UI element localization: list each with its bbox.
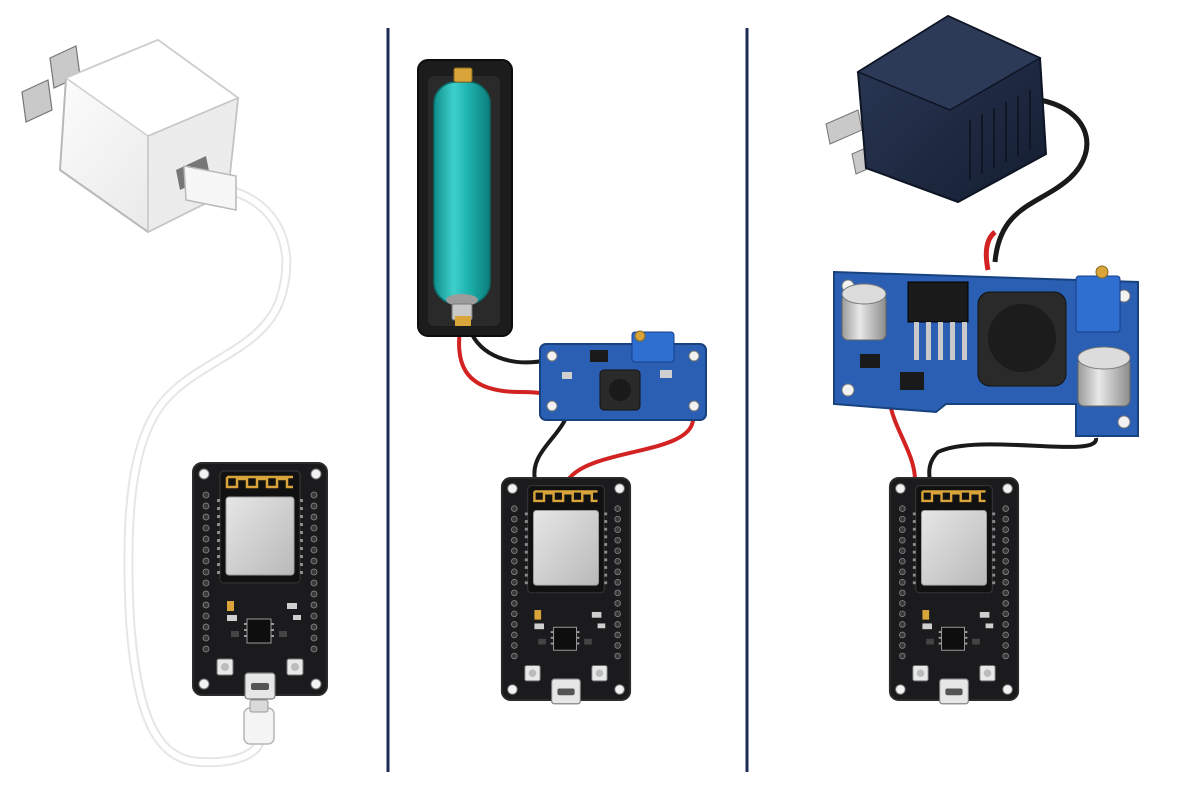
- esp32-board-icon: [888, 476, 1020, 706]
- boost-converter-icon: [539, 330, 707, 421]
- panel-battery: [417, 59, 707, 706]
- dc-adapter-icon: [825, 14, 1048, 204]
- usb-charger-icon: [21, 38, 240, 234]
- esp32-board-icon: [500, 476, 632, 706]
- esp32-board-icon: [191, 461, 329, 701]
- panel-dc-adapter: [825, 14, 1139, 706]
- buck-converter-icon: [833, 265, 1139, 437]
- panel-usb-charger: [21, 38, 329, 768]
- battery-icon: [417, 59, 513, 337]
